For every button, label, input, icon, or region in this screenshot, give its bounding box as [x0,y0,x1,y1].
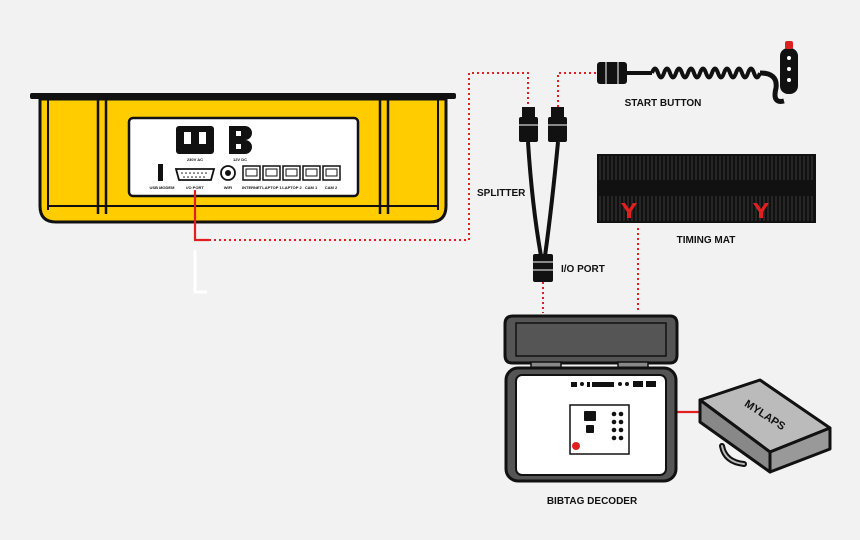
decoder-indicators-icon [571,381,656,387]
timing-mat [597,154,816,223]
decoder-power-socket-icon [584,411,596,433]
ethernet-port-cam1-icon [302,165,321,181]
splitter-label: SPLITTER [477,188,526,199]
start-button-grip-icon [780,41,798,94]
mat-antenna-left-icon [621,203,637,218]
cam2-label: CAM 2 [325,185,338,190]
splitter-plug-right-icon [548,107,567,142]
io-port-panel-label: I/O PORT [186,185,204,190]
usb-modem-label: USB MODEM [150,185,176,190]
decoder-red-led [572,442,580,450]
wire-case-to-splitter [209,72,529,241]
decoder-port-dots-icon [611,411,624,441]
laptop2-label: LAPTOP 2 [282,185,302,190]
power-12-socket-icon [229,126,252,154]
mylaps-device: MYLAPS [698,378,832,474]
io-port-connector-icon [174,168,216,181]
cam1-label: CAM 1 [305,185,318,190]
wifi-connector-icon [220,165,236,181]
start-plug-icon [597,62,627,84]
mat-antenna-right-icon [753,203,769,218]
usb-port-icon [158,164,163,181]
ethernet-port-cam2-icon [322,165,341,181]
wire-case-io-solid [193,190,209,242]
bibtag-decoder [503,314,679,483]
ethernet-port-laptop1-icon [262,165,281,181]
io-port-plug-icon [533,254,553,282]
start-button-label: START BUTTON [625,98,702,109]
start-button-device [597,41,798,104]
internet-label: INTERNET [242,185,263,190]
timing-mat-label: TIMING MAT [677,235,736,246]
laptop1-label: LAPTOP 1 [262,185,282,190]
ethernet-port-laptop2-icon [282,165,301,181]
splitter-plug-left-icon [519,107,538,142]
wire-start-to-splitter [557,72,596,107]
case-panel: 230V AC 12V DC USB MODEM I/O PORT WIFI [150,126,341,190]
power-12-label: 12V DC [233,157,247,162]
power-230-socket-icon [176,126,214,154]
bibtag-decoder-label: BIBTAG DECODER [547,496,638,507]
wifi-label: WIFI [224,185,232,190]
splitter-cable [519,107,567,282]
case-stand [193,250,207,294]
io-port-label: I/O PORT [561,264,605,275]
ethernet-port-internet-icon [242,165,261,181]
power-230-label: 230V AC [187,157,203,162]
